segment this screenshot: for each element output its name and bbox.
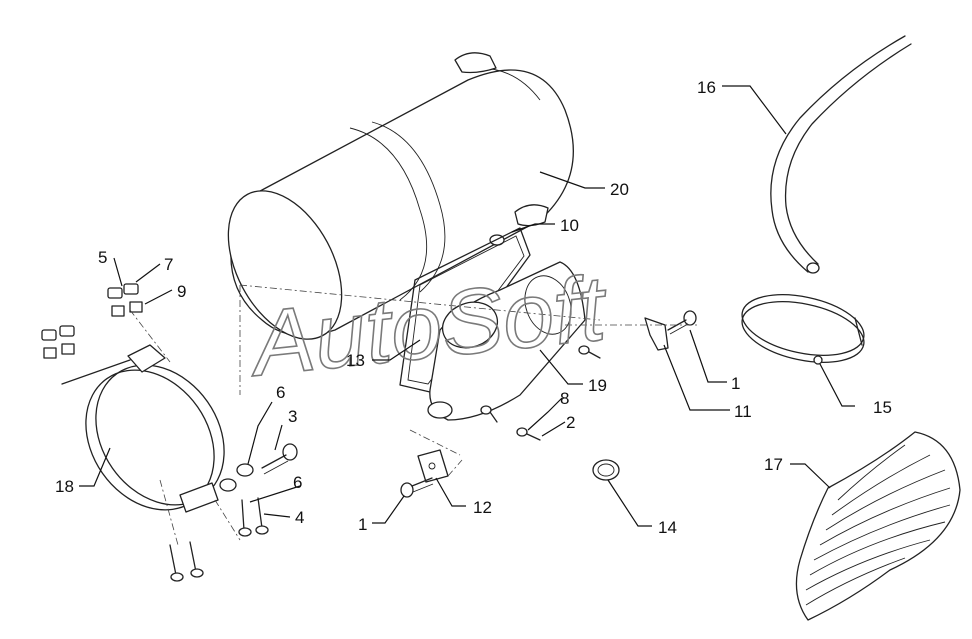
callout-8: 8 xyxy=(560,389,569,408)
bracket-part xyxy=(644,317,669,351)
callout-19: 19 xyxy=(588,376,607,395)
callout-6-upper: 6 xyxy=(276,383,285,402)
plate-part xyxy=(417,449,449,483)
callout-labels: 16 20 10 5 7 9 13 19 1 11 15 6 3 8 2 18 … xyxy=(55,78,892,537)
callout-1-upper: 1 xyxy=(731,374,740,393)
callout-20: 20 xyxy=(610,180,629,199)
bolt-upper-part xyxy=(667,310,697,335)
callout-7: 7 xyxy=(164,255,173,274)
callout-18: 18 xyxy=(55,477,74,496)
air-duct-part xyxy=(427,261,586,421)
callout-4: 4 xyxy=(295,508,304,527)
center-lines xyxy=(129,284,700,546)
callout-15: 15 xyxy=(873,398,892,417)
band-clamp-part xyxy=(741,294,865,365)
callout-5: 5 xyxy=(98,248,107,267)
hose-part xyxy=(770,35,912,274)
callout-2: 2 xyxy=(566,413,575,432)
bolt-washer-part xyxy=(169,443,298,582)
callout-3: 3 xyxy=(288,407,297,426)
callout-11: 11 xyxy=(734,402,752,421)
callout-10: 10 xyxy=(560,216,579,235)
bolt-lower-part xyxy=(400,477,434,498)
callout-6-lower: 6 xyxy=(293,473,302,492)
callout-9: 9 xyxy=(177,282,186,301)
callout-14: 14 xyxy=(658,518,677,537)
corrugated-hose-part xyxy=(795,431,961,621)
callout-13: 13 xyxy=(346,351,365,370)
hose-clamp-part xyxy=(592,459,620,481)
gasket-part xyxy=(399,227,531,393)
screw-part xyxy=(480,345,601,441)
tank-cylinder-part xyxy=(227,52,574,340)
callout-16: 16 xyxy=(697,78,716,97)
callout-12: 12 xyxy=(473,498,492,517)
mounting-strap-part xyxy=(61,344,225,513)
leader-lines xyxy=(79,85,855,527)
callout-1-lower: 1 xyxy=(358,515,367,534)
callout-17: 17 xyxy=(764,455,783,474)
nut-washer-part xyxy=(41,283,143,359)
